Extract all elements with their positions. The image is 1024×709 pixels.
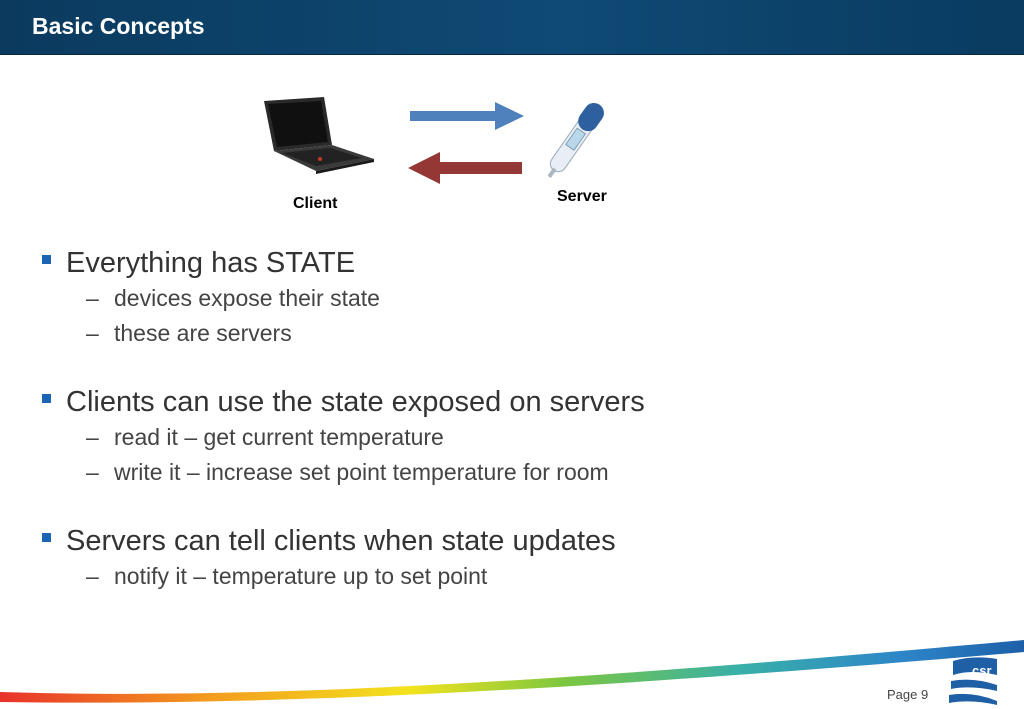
client-server-diagram: Client Server <box>0 0 1024 230</box>
bullet-marker-icon <box>42 255 51 264</box>
bullet-text: Clients can use the state exposed on ser… <box>66 386 645 418</box>
sub-bullet: –write it – increase set point temperatu… <box>86 459 609 485</box>
csr-logo-icon <box>949 657 997 705</box>
server-label: Server <box>557 188 607 205</box>
sub-bullet: –notify it – temperature up to set point <box>86 563 488 589</box>
bullet-list: Everything has STATE –devices expose the… <box>38 245 938 594</box>
client-label: Client <box>293 195 338 212</box>
thermometer-icon <box>547 102 604 179</box>
bullet-text: Everything has STATE <box>66 247 356 279</box>
slide-title: Basic Concepts <box>32 13 205 39</box>
bullet-marker-icon <box>42 533 51 542</box>
footer-swoosh <box>0 640 1024 703</box>
sub-bullet: –read it – get current temperature <box>86 424 444 450</box>
logo-text: csr <box>972 663 992 678</box>
title-bar: Basic Concepts <box>0 0 1024 55</box>
bullet-item: Servers can tell clients when state upda… <box>38 523 938 559</box>
sub-bullet: –devices expose their state <box>86 285 380 311</box>
sub-bullet: –these are servers <box>86 320 292 346</box>
page-number: Page 9 <box>887 687 929 702</box>
bullet-item: Clients can use the state exposed on ser… <box>38 384 938 420</box>
bullet-marker-icon <box>42 394 51 403</box>
bullet-item: Everything has STATE <box>38 245 938 281</box>
arrow-left-icon <box>408 152 522 184</box>
bullet-text: Servers can tell clients when state upda… <box>66 525 616 557</box>
laptop-icon <box>264 97 374 174</box>
arrow-right-icon <box>410 102 524 130</box>
